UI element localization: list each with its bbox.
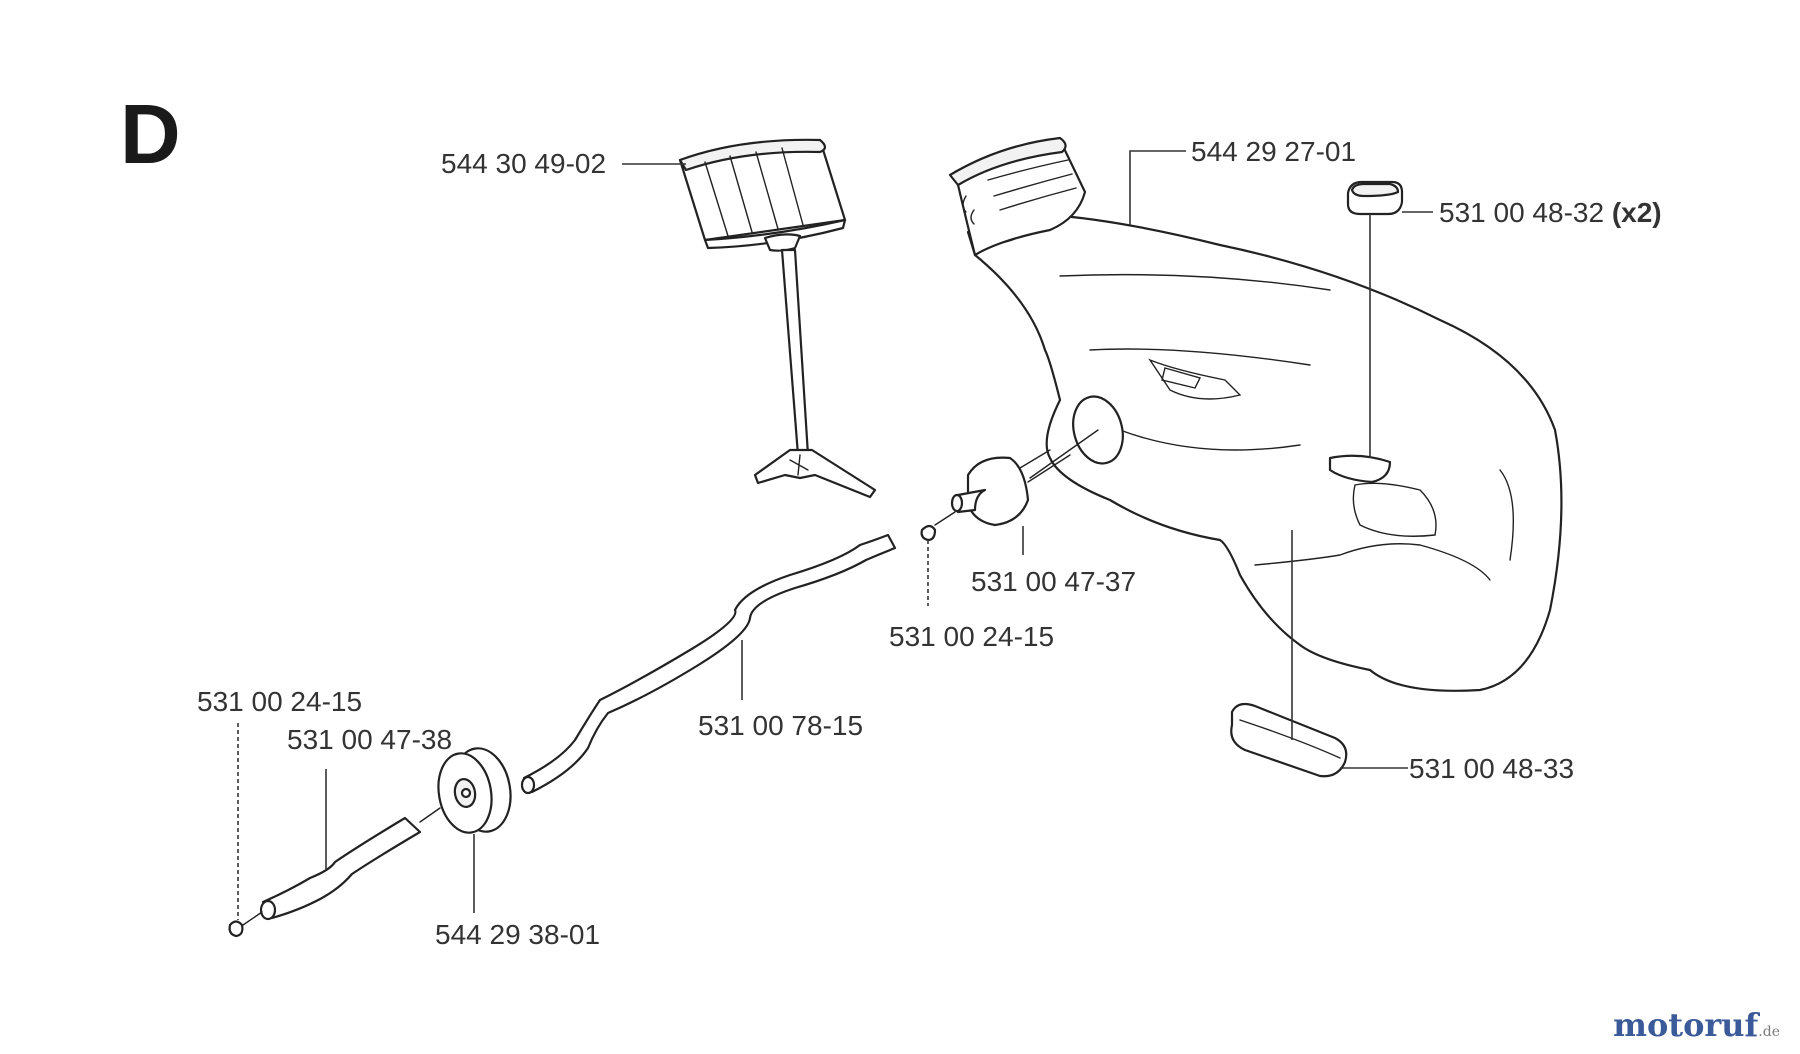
label-top-pad: 531 00 48-32 (x2) (1439, 197, 1662, 228)
upper-clamp-drawing (920, 511, 956, 542)
label-filter: 531 00 47-37 (971, 566, 1136, 597)
vent-hose-drawing (259, 807, 441, 921)
watermark-logo: motoruf.de (1613, 1006, 1780, 1044)
section-letter: D (120, 87, 181, 181)
fuel-hose-drawing (520, 533, 897, 795)
label-bottom-pad: 531 00 48-33 (1409, 753, 1574, 784)
fuel-cap-drawing (678, 138, 877, 499)
label-clamp-upper: 531 00 24-15 (889, 621, 1054, 652)
label-tank: 544 29 27-01 (1191, 136, 1356, 167)
label-fuel-hose: 531 00 78-15 (698, 710, 863, 741)
label-grommet: 544 29 38-01 (435, 919, 600, 950)
grommet-drawing (437, 747, 512, 834)
label-top-pad-qty: (x2) (1612, 197, 1662, 228)
label-cap: 544 30 49-02 (441, 148, 606, 179)
label-clamp-lower: 531 00 24-15 (197, 686, 362, 717)
fuel-filter-drawing (950, 429, 1099, 527)
label-vent-hose: 531 00 47-38 (287, 724, 452, 755)
bottom-pad-drawing (1230, 702, 1348, 778)
top-pad-drawing (1346, 180, 1404, 216)
leader-tank (1129, 150, 1186, 225)
lower-clamp-drawing (228, 911, 263, 938)
leader-lines (237, 150, 1433, 920)
fuel-tank-drawing (948, 136, 1563, 692)
